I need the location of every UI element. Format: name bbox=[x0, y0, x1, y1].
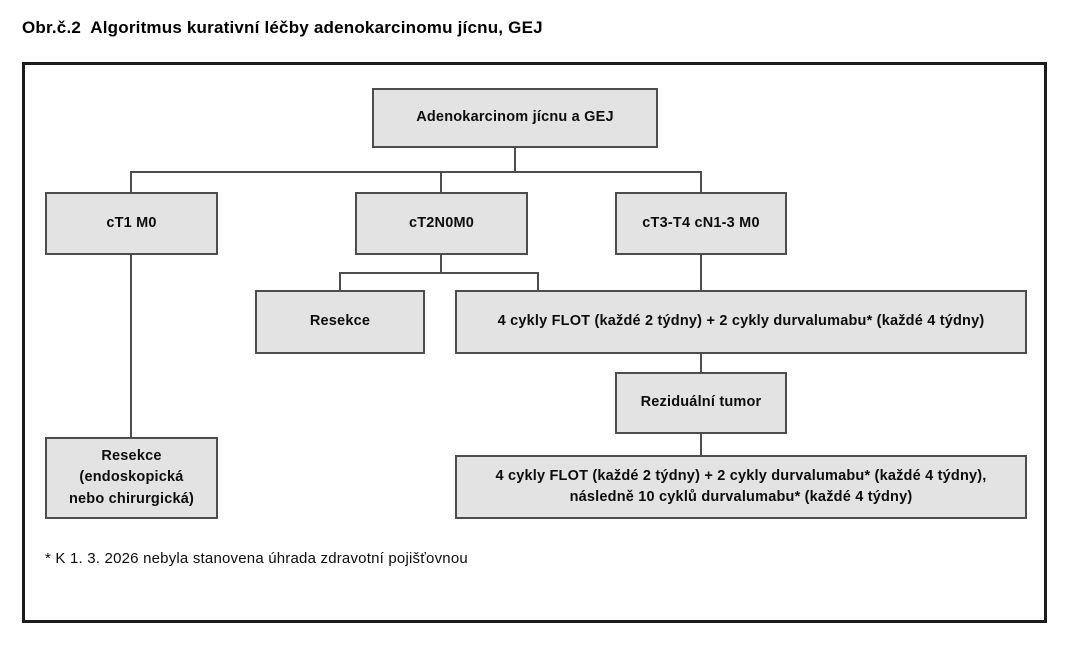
node-resekce-endoskopicka-chirurgicka: Resekce (endoskopická nebo chirurgická) bbox=[45, 437, 218, 519]
connector-rezidual-to-flot2 bbox=[700, 434, 702, 455]
connector-root-down bbox=[514, 148, 516, 172]
connector-level1-horizontal bbox=[130, 171, 702, 173]
node-ct1-m0: cT1 M0 bbox=[45, 192, 218, 255]
node-flot-adjuvant: 4 cykly FLOT (každé 2 týdny) + 2 cykly d… bbox=[455, 455, 1027, 519]
connector-ct3-to-flot bbox=[700, 255, 702, 290]
connector-ct2-horizontal bbox=[339, 272, 539, 274]
node-resekce: Resekce bbox=[255, 290, 425, 354]
node-ct3-t4-cn1-3-m0: cT3-T4 cN1-3 M0 bbox=[615, 192, 787, 255]
figure-title: Obr.č.2 Algoritmus kurativní léčby adeno… bbox=[22, 18, 543, 37]
connector-to-ct2 bbox=[440, 171, 442, 192]
footnote-uhrada: * K 1. 3. 2026 nebyla stanovena úhrada z… bbox=[45, 550, 468, 567]
node-ct2n0m0: cT2N0M0 bbox=[355, 192, 528, 255]
node-rezidualni-tumor: Reziduální tumor bbox=[615, 372, 787, 434]
node-adenokarcinom-jicnu-gej: Adenokarcinom jícnu a GEJ bbox=[372, 88, 658, 148]
connector-flot-to-rezidual bbox=[700, 354, 702, 372]
connector-to-ct1 bbox=[130, 171, 132, 192]
connector-ct2-down bbox=[440, 255, 442, 273]
connector-to-resekce bbox=[339, 272, 341, 290]
connector-to-flot-left bbox=[537, 272, 539, 290]
node-flot-neoadjuvant: 4 cykly FLOT (každé 2 týdny) + 2 cykly d… bbox=[455, 290, 1027, 354]
connector-ct1-to-resekce2 bbox=[130, 255, 132, 437]
connector-to-ct3 bbox=[700, 171, 702, 192]
